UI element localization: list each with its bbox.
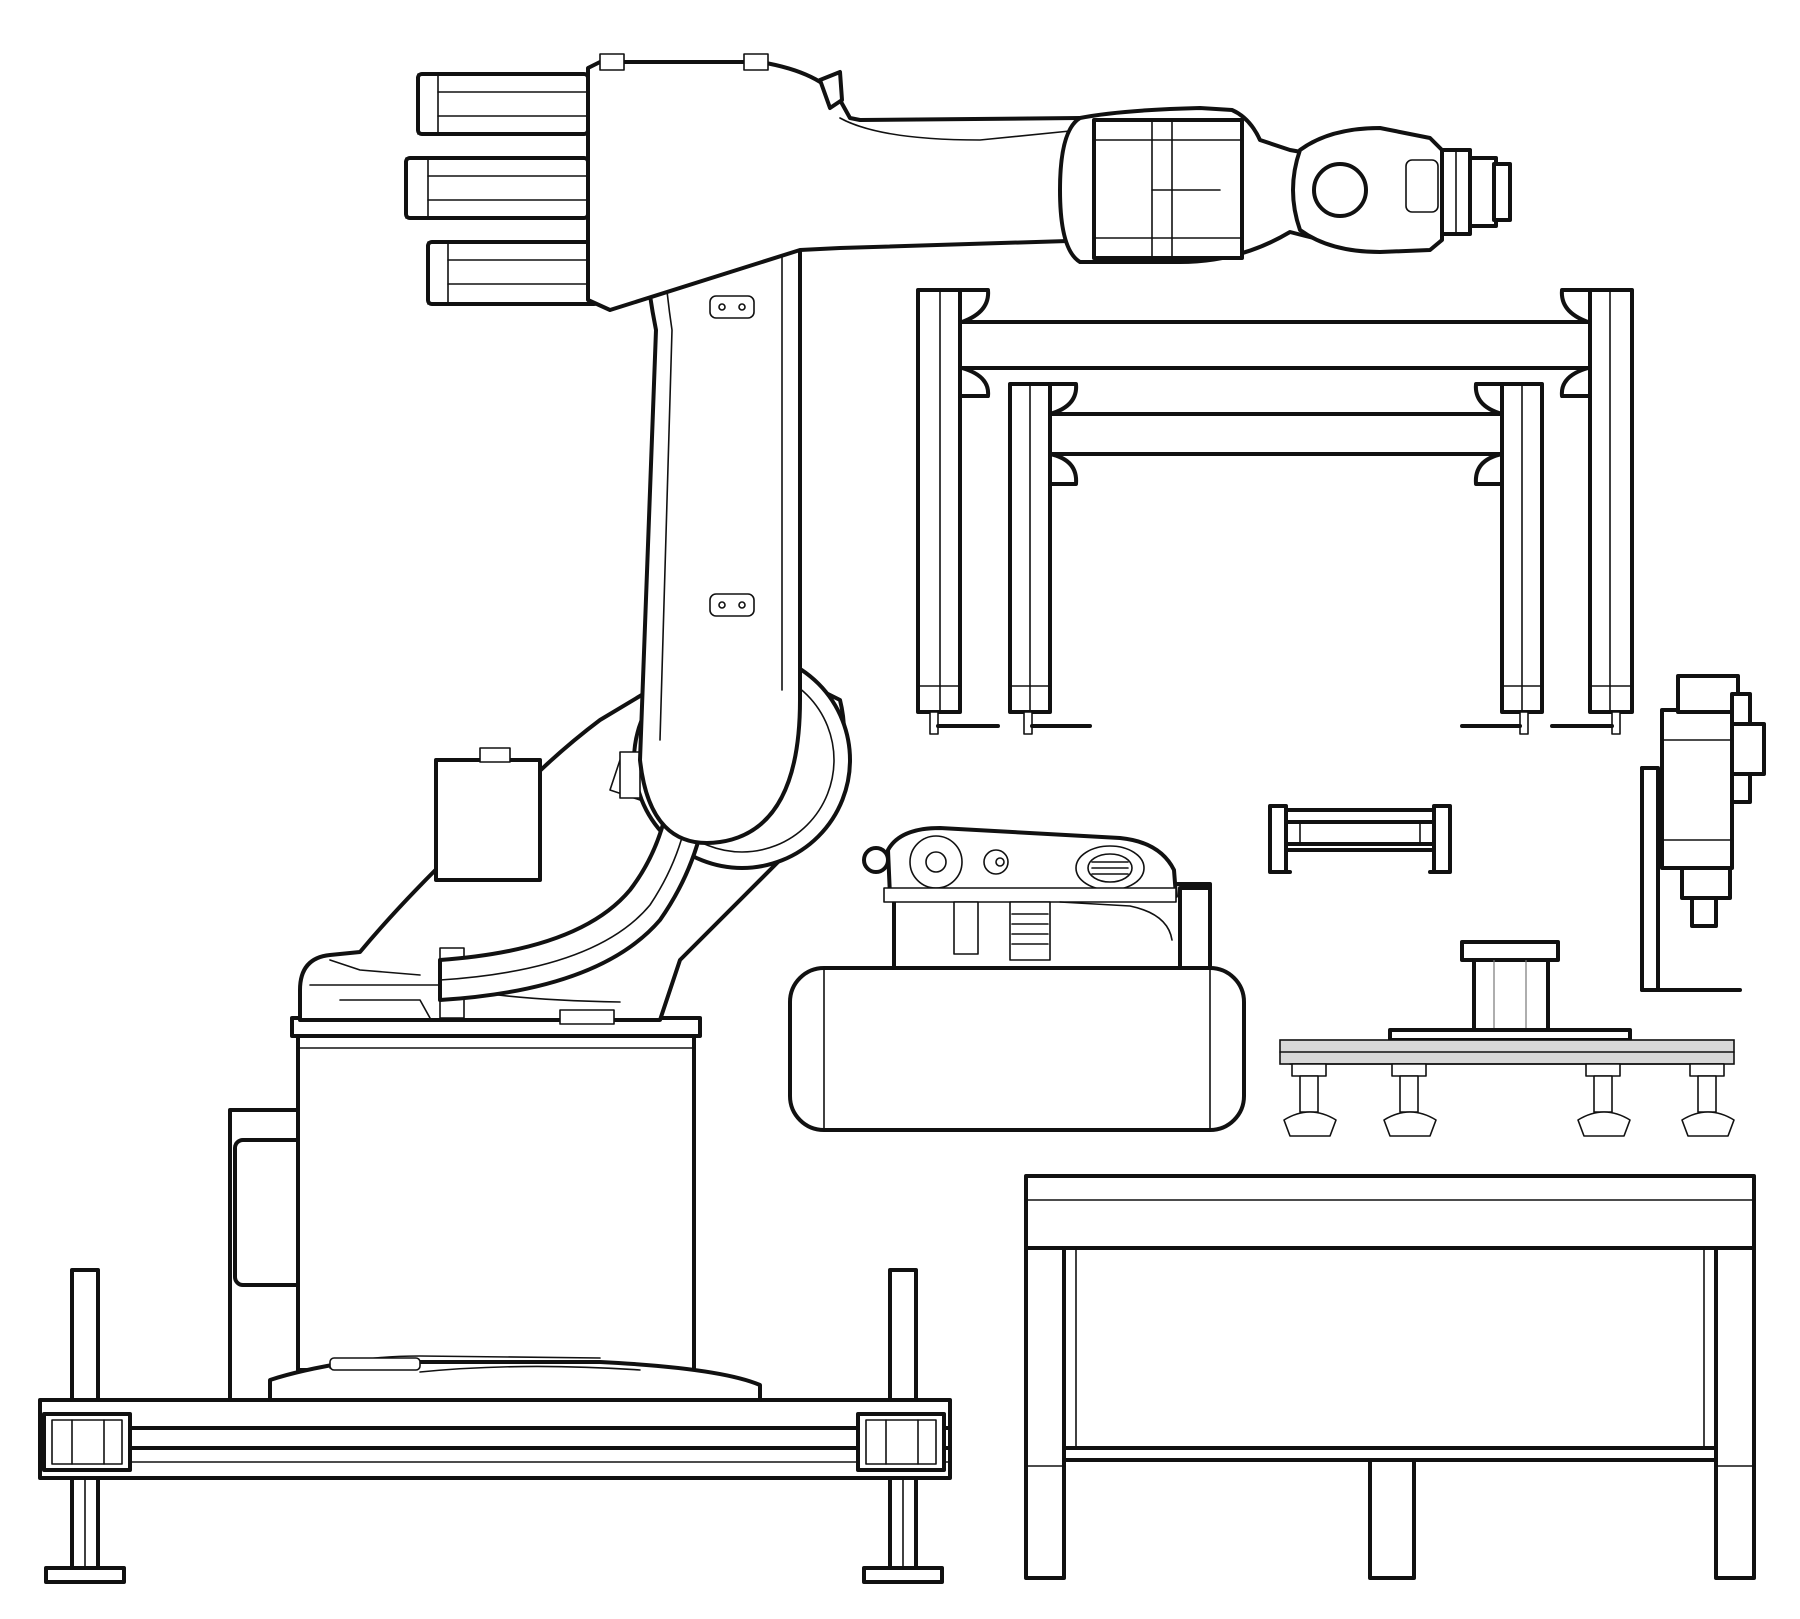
conveyor-motor-unit <box>788 826 1246 1132</box>
suction-cup <box>1577 1063 1631 1137</box>
roller-bracket <box>1268 804 1452 874</box>
floor-frame-with-leveling-feet <box>38 1268 952 1584</box>
suction-cup <box>1383 1063 1437 1137</box>
suction-cup <box>1681 1063 1735 1137</box>
work-table <box>1024 1174 1756 1580</box>
vacuum-suction-gripper <box>1279 940 1735 1137</box>
suction-cup <box>1283 1063 1337 1137</box>
small-gantry-frame <box>1008 382 1544 735</box>
robot-base-pedestal <box>228 1016 762 1402</box>
large-gantry-frame <box>916 288 1634 735</box>
industrial-robot-arm <box>298 53 1512 1025</box>
vertical-spindle-unit <box>1640 674 1766 992</box>
